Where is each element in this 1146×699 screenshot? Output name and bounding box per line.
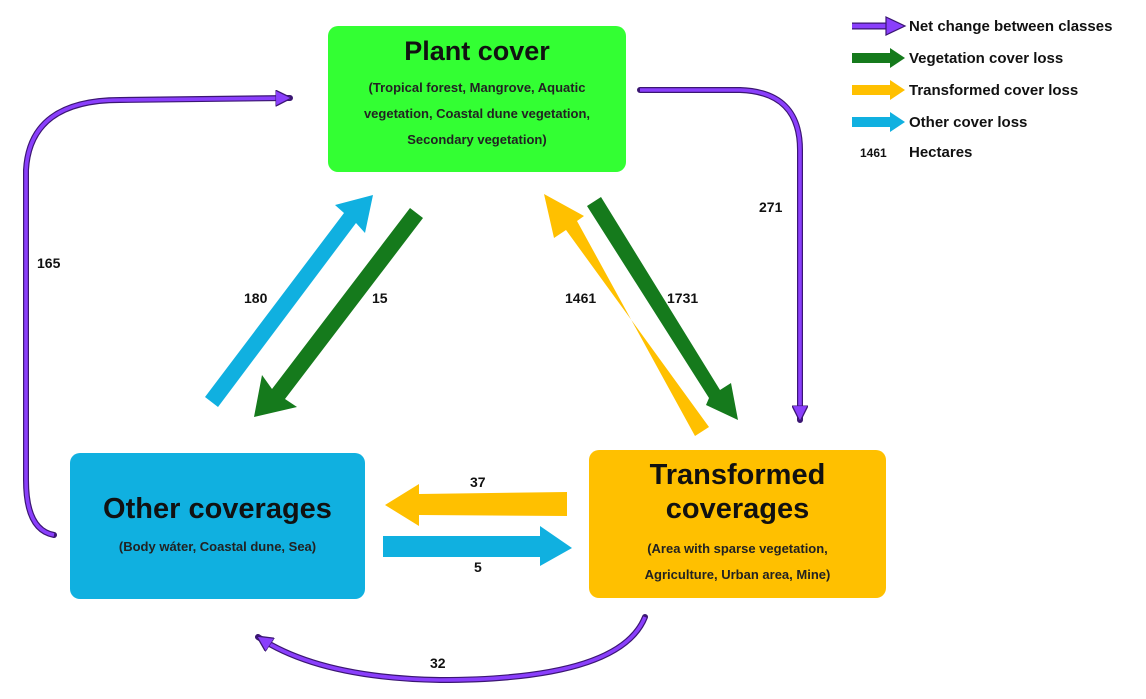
transformed-coverages-description: (Area with sparse vegetation, Agricultur…: [645, 536, 831, 588]
flow-labels: 180 15 1461 1731 37 5 165 271 32: [37, 199, 783, 671]
transformed-coverages-title: Transformed coverages: [650, 458, 826, 526]
legend-item-other-loss: Other cover loss: [852, 112, 1027, 132]
label-other-to-plant: 180: [244, 290, 268, 306]
arrow-trans-to-other: [385, 484, 567, 526]
arrow-other-to-plant: [205, 195, 373, 407]
legend-item-transformed-loss: Transformed cover loss: [852, 80, 1078, 100]
label-net-other-to-plant: 165: [37, 255, 61, 271]
net-arrow-trans-to-other: [255, 614, 648, 684]
transformed-desc-line: (Area with sparse vegetation,: [647, 541, 828, 556]
plant-cover-desc-line: vegetation, Coastal dune vegetation,: [363, 106, 591, 121]
label-trans-to-other: 37: [470, 474, 486, 490]
legend-label-hectares: Hectares: [909, 144, 972, 161]
flow-arrows: [205, 194, 738, 566]
other-coverages-description: (Body wáter, Coastal dune, Sea): [119, 534, 316, 560]
legend-item-hectares: 1461 Hectares: [860, 144, 972, 161]
other-coverages-box: Other coverages (Body wáter, Coastal dun…: [70, 453, 365, 599]
arrow-other-to-trans: [383, 526, 572, 566]
transformed-title-line: coverages: [665, 493, 810, 525]
legend-label-net: Net change between classes: [909, 18, 1112, 35]
arrow-plant-to-trans: [587, 197, 738, 420]
arrow-trans-to-plant: [544, 194, 709, 436]
arrow-plant-to-other: [254, 208, 423, 417]
legend-item-net: Net change between classes: [852, 16, 1112, 36]
legend-label-other-loss: Other cover loss: [909, 114, 1027, 131]
plant-cover-description: (Tropical forest, Mangrove, Aquatic vege…: [360, 75, 594, 153]
label-net-trans-to-other: 32: [430, 655, 446, 671]
plant-cover-box: Plant cover (Tropical forest, Mangrove, …: [328, 26, 626, 172]
legend-item-vegetation-loss: Vegetation cover loss: [852, 48, 1063, 68]
label-net-plant-to-trans: 271: [759, 199, 783, 215]
plant-cover-title: Plant cover: [404, 36, 550, 66]
plant-cover-desc-line: Secondary vegetation): [407, 132, 547, 147]
transformed-title-line: Transformed: [649, 459, 826, 491]
legend: Net change between classes Vegetation co…: [852, 16, 1112, 161]
net-change-arrows: [23, 87, 800, 684]
legend-label-vegetation-loss: Vegetation cover loss: [909, 50, 1063, 67]
other-coverages-desc-line: (Body wáter, Coastal dune, Sea): [118, 539, 317, 554]
label-plant-to-trans: 1731: [667, 290, 698, 306]
legend-label-transformed-loss: Transformed cover loss: [909, 82, 1078, 99]
label-trans-to-plant: 1461: [565, 290, 596, 306]
other-coverages-title: Other coverages: [103, 493, 332, 525]
transformed-coverages-box: Transformed coverages (Area with sparse …: [589, 450, 886, 598]
label-plant-to-other: 15: [372, 290, 388, 306]
legend-sample-value: 1461: [860, 146, 887, 160]
plant-cover-desc-line: (Tropical forest, Mangrove, Aquatic: [368, 80, 586, 95]
transformed-desc-line: Agriculture, Urban area, Mine): [644, 567, 831, 582]
label-other-to-trans: 5: [474, 559, 482, 575]
